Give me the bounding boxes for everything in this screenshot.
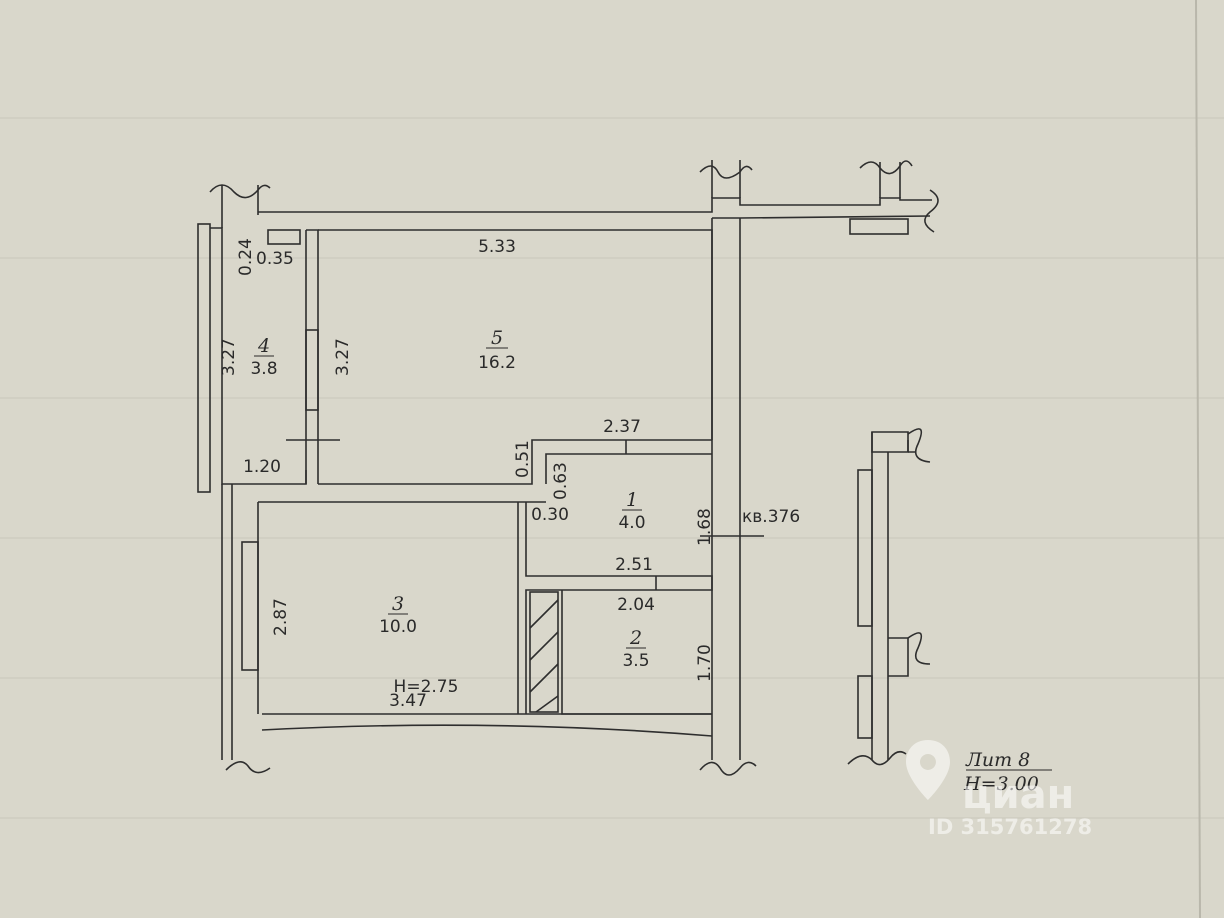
room-1-number: 1 — [626, 489, 638, 511]
watermark: циан ID 315761278 — [906, 740, 1092, 839]
room-4-area: 3.8 — [250, 359, 277, 379]
dim-0-24: 0.24 — [236, 238, 256, 276]
room-5-number: 5 — [491, 327, 503, 349]
room-3-number: 3 — [392, 593, 404, 615]
dim-1-20: 1.20 — [243, 457, 281, 477]
watermark-brand: циан — [962, 772, 1074, 818]
dim-0-30: 0.30 — [531, 505, 569, 525]
walls — [197, 160, 939, 776]
dim-0-51: 0.51 — [513, 440, 533, 478]
room-3-area: 10.0 — [379, 617, 417, 637]
dim-0-63: 0.63 — [551, 462, 571, 500]
dim-5-33: 5.33 — [478, 237, 516, 257]
dim-1-70: 1.70 — [695, 644, 715, 682]
building-height: H=3.00 — [963, 773, 1039, 795]
room-labels: 4 3.8 5 16.2 1 4.0 3 10.0 2 3.5 — [250, 327, 649, 671]
room-3-height: H=2.75 — [394, 677, 459, 697]
dim-2-37: 2.37 — [603, 417, 641, 437]
dim-2-04: 2.04 — [617, 595, 655, 615]
watermark-id: ID 315761278 — [928, 815, 1092, 839]
room-4-number: 4 — [257, 335, 270, 357]
dim-3-47: 3.47 — [389, 691, 427, 711]
location-pin-icon — [906, 740, 950, 800]
dim-3-27-left: 3.27 — [219, 338, 239, 376]
room-2-area: 3.5 — [622, 651, 649, 671]
dim-2-87: 2.87 — [271, 598, 291, 636]
dim-0-35: 0.35 — [256, 249, 294, 269]
dim-1-68: 1.68 — [695, 508, 715, 546]
dimension-labels: 5.33 0.24 0.35 3.27 3.27 1.20 0.51 2.37 … — [219, 237, 715, 711]
room-1-area: 4.0 — [618, 513, 645, 533]
room-5-area: 16.2 — [478, 353, 516, 373]
apartment-number: кв.376 — [742, 507, 800, 527]
lit-label: Лит 8 — [965, 749, 1030, 771]
dim-3-27-right: 3.27 — [333, 338, 353, 376]
room-2-number: 2 — [629, 627, 642, 649]
annotations: H=2.75 кв.376 Лит 8 H=3.00 — [394, 507, 1052, 795]
dim-2-51: 2.51 — [615, 555, 653, 575]
